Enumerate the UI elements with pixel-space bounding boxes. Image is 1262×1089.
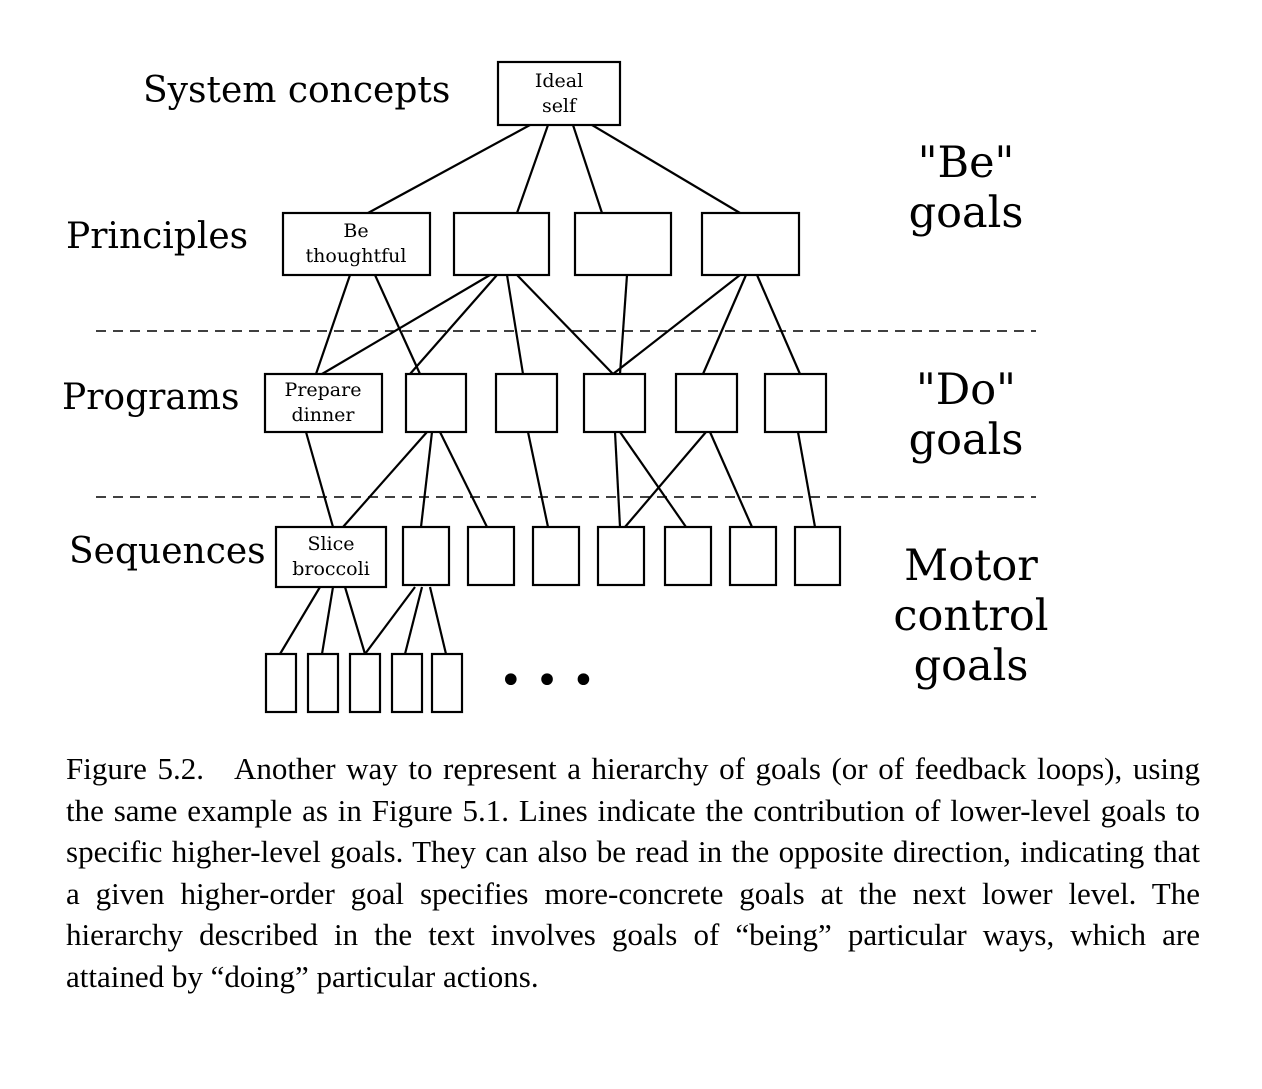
svg-text:Be: Be [343,220,368,242]
figure-number: Figure 5.2. [66,751,204,786]
node-sequence [466,525,516,587]
node-slice-broccoli: Slice broccoli [274,525,388,589]
figure-caption: Figure 5.2.Another way to represent a hi… [66,748,1200,998]
level-label-principles: Principles [66,216,248,257]
node-sequence [728,525,778,587]
motor-goals-line-2: control [893,591,1048,641]
motor-goals-line-1: Motor [904,541,1038,591]
node-program [582,372,647,434]
goal-hierarchy-diagram: Ideal self Be thoughtful Prepare dinner … [62,60,1049,714]
node-motor [430,652,464,714]
svg-text:self: self [542,95,578,117]
node-sequence [793,525,842,587]
do-goals-line-1: "Do" [916,365,1016,415]
svg-text:thoughtful: thoughtful [306,245,407,267]
svg-text:Prepare: Prepare [285,379,362,401]
node-principle [573,211,673,277]
node-program [763,372,828,434]
node-principle [452,211,551,277]
node-sequence [596,525,646,587]
node-sequence [663,525,713,587]
do-goals-line-2: goals [909,415,1024,465]
hierarchy-connectors [279,124,817,655]
svg-text:Slice: Slice [307,533,354,555]
node-motor [264,652,298,714]
be-goals-line-2: goals [909,188,1024,238]
caption-text: Another way to represent a hierarchy of … [66,751,1200,994]
node-program [404,372,468,434]
node-sequence [401,525,451,587]
be-goals-line-1: "Be" [918,138,1015,188]
level-label-system-concepts: System concepts [143,70,450,111]
node-program [674,372,739,434]
level-label-programs: Programs [62,377,239,418]
svg-text:Ideal: Ideal [535,70,583,92]
node-ideal-self: Ideal self [496,60,622,127]
node-motor [348,652,382,714]
node-sequence [531,525,581,587]
node-prepare-dinner: Prepare dinner [263,372,384,434]
svg-text:dinner: dinner [291,404,355,426]
motor-goals-line-3: goals [914,641,1029,691]
node-program [494,372,559,434]
svg-text:broccoli: broccoli [292,558,370,580]
node-be-thoughtful: Be thoughtful [281,211,432,277]
node-motor [306,652,340,714]
ellipsis: • • • [499,658,595,704]
level-label-sequences: Sequences [69,531,266,572]
node-principle [700,211,801,277]
node-motor [390,652,424,714]
